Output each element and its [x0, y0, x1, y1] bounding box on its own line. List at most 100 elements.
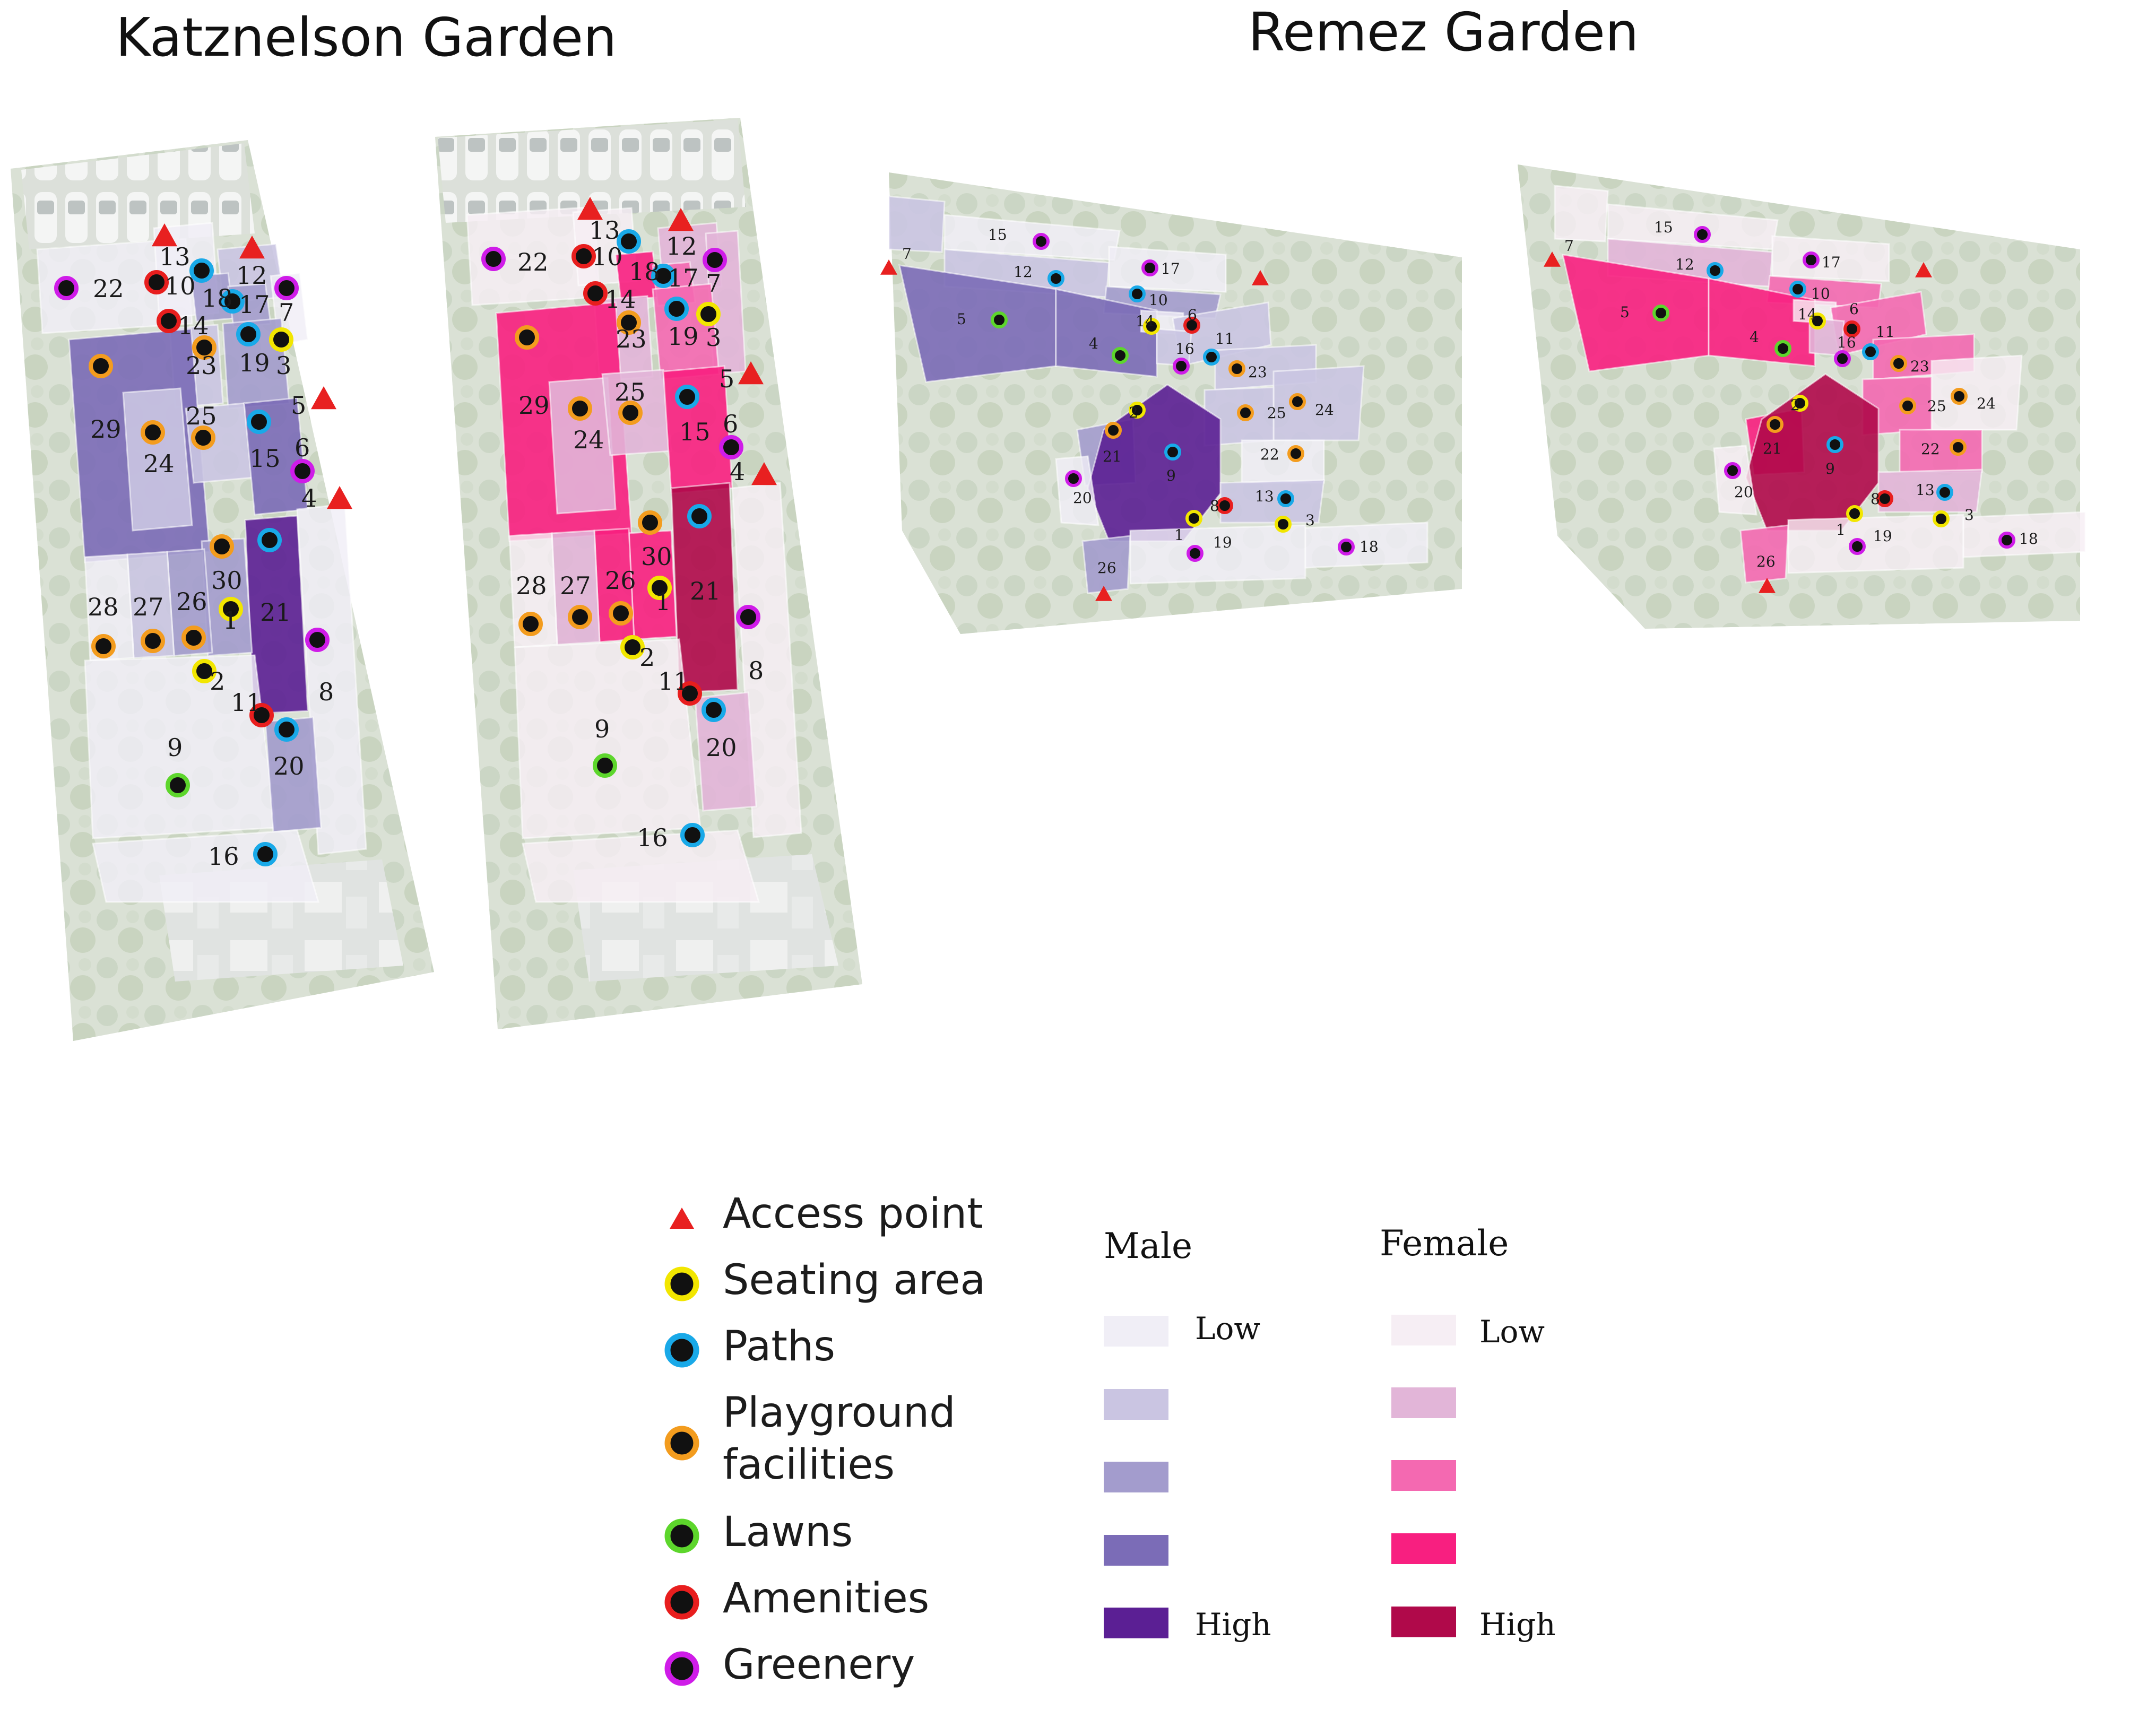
access-markers: [1544, 251, 1932, 593]
access-point-marker: [1759, 578, 1776, 593]
zone-18: [1304, 522, 1428, 569]
paths-marker: [1047, 270, 1064, 287]
access-point-marker: [577, 197, 603, 220]
amenities-marker: [1843, 320, 1860, 337]
zone-label-13: 13: [589, 216, 620, 245]
paths-marker: [1164, 444, 1181, 461]
zone-label-4: 4: [730, 457, 745, 486]
lawns-markers: [166, 773, 190, 797]
zone-label-7: 7: [902, 245, 912, 263]
zone-label-21: 21: [1103, 448, 1122, 465]
zone-22: [1899, 429, 1983, 473]
zone-label-1: 1: [223, 606, 238, 635]
legend-label-lawns: Lawns: [723, 1508, 853, 1556]
playground-marker: [1228, 360, 1245, 377]
zone-label-9: 9: [594, 715, 610, 743]
paths-marker: [220, 289, 245, 314]
seating-markers: [620, 302, 721, 659]
playground-marker: [192, 335, 217, 360]
seating-marker: [1275, 516, 1292, 533]
amenities-marker: [572, 244, 596, 268]
zone-24: [548, 377, 617, 515]
zone-label-3: 3: [276, 351, 291, 380]
zone-label-30: 30: [211, 566, 243, 595]
seating-marker: [1933, 510, 1950, 527]
zone-20: [1055, 455, 1099, 526]
paths-marker: [680, 823, 705, 847]
lawns-markers: [991, 311, 1129, 364]
playground-marker: [91, 634, 116, 658]
playground-marker: [89, 354, 113, 378]
legend-label-playground: Playground facilities: [723, 1389, 956, 1489]
lawns-markers: [1652, 305, 1791, 357]
greenery-marker: [1141, 259, 1158, 276]
zone-label-18: 18: [629, 257, 660, 286]
seating-marker: [1846, 505, 1863, 522]
zone-label-17: 17: [1822, 254, 1841, 271]
zone-label-20: 20: [706, 733, 737, 762]
zone-7: [1554, 185, 1609, 242]
seating-marker: [1185, 510, 1202, 527]
zone-label-11: 11: [658, 667, 689, 696]
greenery-markers: [54, 276, 330, 652]
zone-label-2: 2: [1129, 404, 1138, 421]
zone-26: [1739, 524, 1789, 584]
zone-label-15: 15: [988, 226, 1007, 244]
greenery-marker: [481, 247, 506, 271]
remez-female-map: 7 15 12 17 10 5 4 14 6 11 16 23 24 25 2 …: [1518, 164, 2086, 629]
zone-4: [1055, 288, 1158, 378]
garden-maps: 22 13 10 12 18 17 7 14 23 19 3 25 5 29 1…: [11, 118, 2086, 1041]
amenities-markers: [572, 244, 702, 706]
zone-label-28: 28: [88, 593, 119, 621]
playground-marker: [638, 510, 662, 535]
zone-label-17: 17: [1161, 260, 1180, 277]
greenery-marker: [305, 628, 330, 652]
lawns-marker: [1652, 305, 1669, 322]
paths-marker: [617, 229, 641, 254]
zone-label-6: 6: [1849, 300, 1859, 318]
zone-label-6: 6: [1188, 306, 1197, 324]
zone-18: [1962, 511, 2086, 558]
zone-16: [522, 829, 760, 903]
seating-marker: [269, 327, 293, 352]
paths-marker: [651, 264, 676, 288]
playground-marker-icon: [664, 1426, 699, 1461]
access-point-marker: [152, 223, 177, 247]
zone-label-11: 11: [1876, 323, 1895, 341]
zone-label-14: 14: [1798, 306, 1817, 323]
greenery-marker: [1338, 539, 1355, 555]
zone-label-16: 16: [208, 842, 239, 871]
zone-label-28: 28: [516, 571, 547, 600]
access-point-marker: [668, 208, 694, 231]
greenery-marker: [290, 459, 315, 483]
male-swatch-4: [1104, 1535, 1168, 1566]
greenery-marker: [736, 605, 760, 629]
seating-marker: [1143, 318, 1160, 335]
zone-label-21: 21: [690, 577, 721, 605]
paths-marker-icon: [664, 1333, 699, 1368]
playground-marker: [181, 626, 206, 650]
zone-label-21: 21: [260, 598, 291, 627]
seating-marker-icon: [664, 1266, 699, 1301]
zone-label-26: 26: [605, 566, 636, 595]
zone-20: [264, 716, 322, 833]
zone-label-8: 8: [1871, 490, 1880, 508]
female-scale-heading: Female: [1380, 1223, 1509, 1264]
zone-label-2: 2: [210, 667, 225, 696]
paths-marker: [247, 410, 271, 434]
paths-marker: [687, 504, 712, 528]
zone-20: [694, 691, 757, 812]
paths-marker: [1826, 436, 1843, 453]
male-scale-low: Low: [1195, 1310, 1261, 1347]
zone-label-22: 22: [1921, 440, 1940, 458]
zone-label-5: 5: [719, 364, 734, 393]
seating-marker: [192, 659, 217, 683]
paths-marker: [1789, 281, 1806, 298]
zone-label-14: 14: [605, 285, 636, 314]
zone-label-1: 1: [655, 587, 671, 616]
zone-label-15: 15: [1654, 219, 1673, 236]
zone-label-12: 12: [1014, 263, 1033, 281]
zone-label-9: 9: [1825, 460, 1835, 478]
zone-label-10: 10: [1811, 285, 1830, 302]
zone-7: [888, 195, 946, 253]
